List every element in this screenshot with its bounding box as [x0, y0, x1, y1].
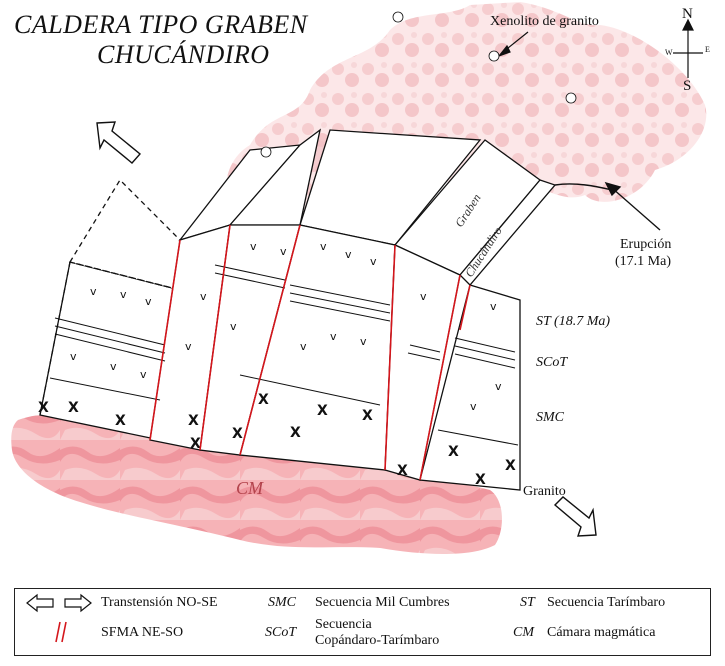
transtension-legend-icon: [25, 593, 95, 613]
legend-scot-abbr: SCoT: [265, 625, 296, 641]
svg-text:v: v: [495, 380, 502, 393]
svg-text:X: X: [397, 463, 408, 479]
legend-scot-text-2: Copándaro-Tarímbaro: [315, 633, 439, 649]
eruption-label-1: Erupción: [620, 237, 671, 253]
svg-text:v: v: [110, 360, 117, 373]
legend-st-abbr: ST: [520, 595, 535, 611]
diagram-title-line2: CHUCÁNDIRO: [97, 40, 270, 70]
st-label: ST (18.7 Ma): [536, 314, 610, 330]
svg-text:v: v: [185, 340, 192, 353]
svg-text:v: v: [200, 290, 207, 303]
svg-text:v: v: [70, 350, 77, 363]
svg-text:v: v: [300, 340, 307, 353]
compass-n: N: [682, 6, 693, 23]
svg-text:X: X: [448, 444, 459, 460]
svg-text:v: v: [120, 288, 127, 301]
svg-text:v: v: [370, 255, 377, 268]
legend-transtension: Transtensión NO-SE: [101, 595, 218, 611]
svg-text:X: X: [115, 413, 126, 429]
svg-text:v: v: [330, 330, 337, 343]
scot-label: SCoT: [536, 355, 567, 371]
svg-text:X: X: [38, 400, 49, 416]
svg-text:X: X: [475, 472, 486, 488]
compass-e: E: [705, 45, 710, 54]
diagram-title-line1: CALDERA TIPO GRABEN: [14, 10, 308, 40]
svg-text:v: v: [490, 300, 497, 313]
svg-text:v: v: [470, 400, 477, 413]
legend-smc-text: Secuencia Mil Cumbres: [315, 595, 450, 611]
svg-text:X: X: [290, 425, 301, 441]
legend-cm-abbr: CM: [513, 625, 534, 641]
svg-text:X: X: [68, 400, 79, 416]
svg-text:X: X: [258, 392, 269, 408]
svg-text:X: X: [232, 426, 243, 442]
svg-text:X: X: [362, 408, 373, 424]
svg-text:v: v: [145, 295, 152, 308]
legend-cm-text: Cámara magmática: [547, 625, 655, 641]
svg-text:X: X: [317, 403, 328, 419]
eruption-label-2: (17.1 Ma): [615, 254, 671, 270]
legend-sfma: SFMA NE-SO: [101, 625, 183, 641]
svg-text:X: X: [505, 458, 516, 474]
svg-text:X: X: [188, 413, 199, 429]
svg-text:v: v: [320, 240, 327, 253]
svg-text:v: v: [90, 285, 97, 298]
legend-scot-text-1: Secuencia: [315, 617, 372, 633]
fault-legend-icon: [51, 620, 71, 644]
compass-s: S: [683, 78, 691, 95]
xenolith-label: Xenolito de granito: [490, 14, 599, 30]
svg-text:v: v: [360, 335, 367, 348]
legend-st-text: Secuencia Tarímbaro: [547, 595, 665, 611]
cm-label: CM: [236, 478, 263, 499]
granite-label: Granito: [523, 484, 566, 500]
legend-smc-abbr: SMC: [268, 595, 296, 611]
smc-label: SMC: [536, 410, 564, 426]
svg-text:v: v: [140, 368, 147, 381]
svg-text:v: v: [280, 245, 287, 258]
compass-w: W: [665, 48, 673, 57]
legend: Transtensión NO-SE SFMA NE-SO SMC Secuen…: [14, 588, 711, 656]
svg-text:v: v: [250, 240, 257, 253]
svg-text:v: v: [230, 320, 237, 333]
svg-text:v: v: [420, 290, 427, 303]
svg-text:v: v: [345, 248, 352, 261]
